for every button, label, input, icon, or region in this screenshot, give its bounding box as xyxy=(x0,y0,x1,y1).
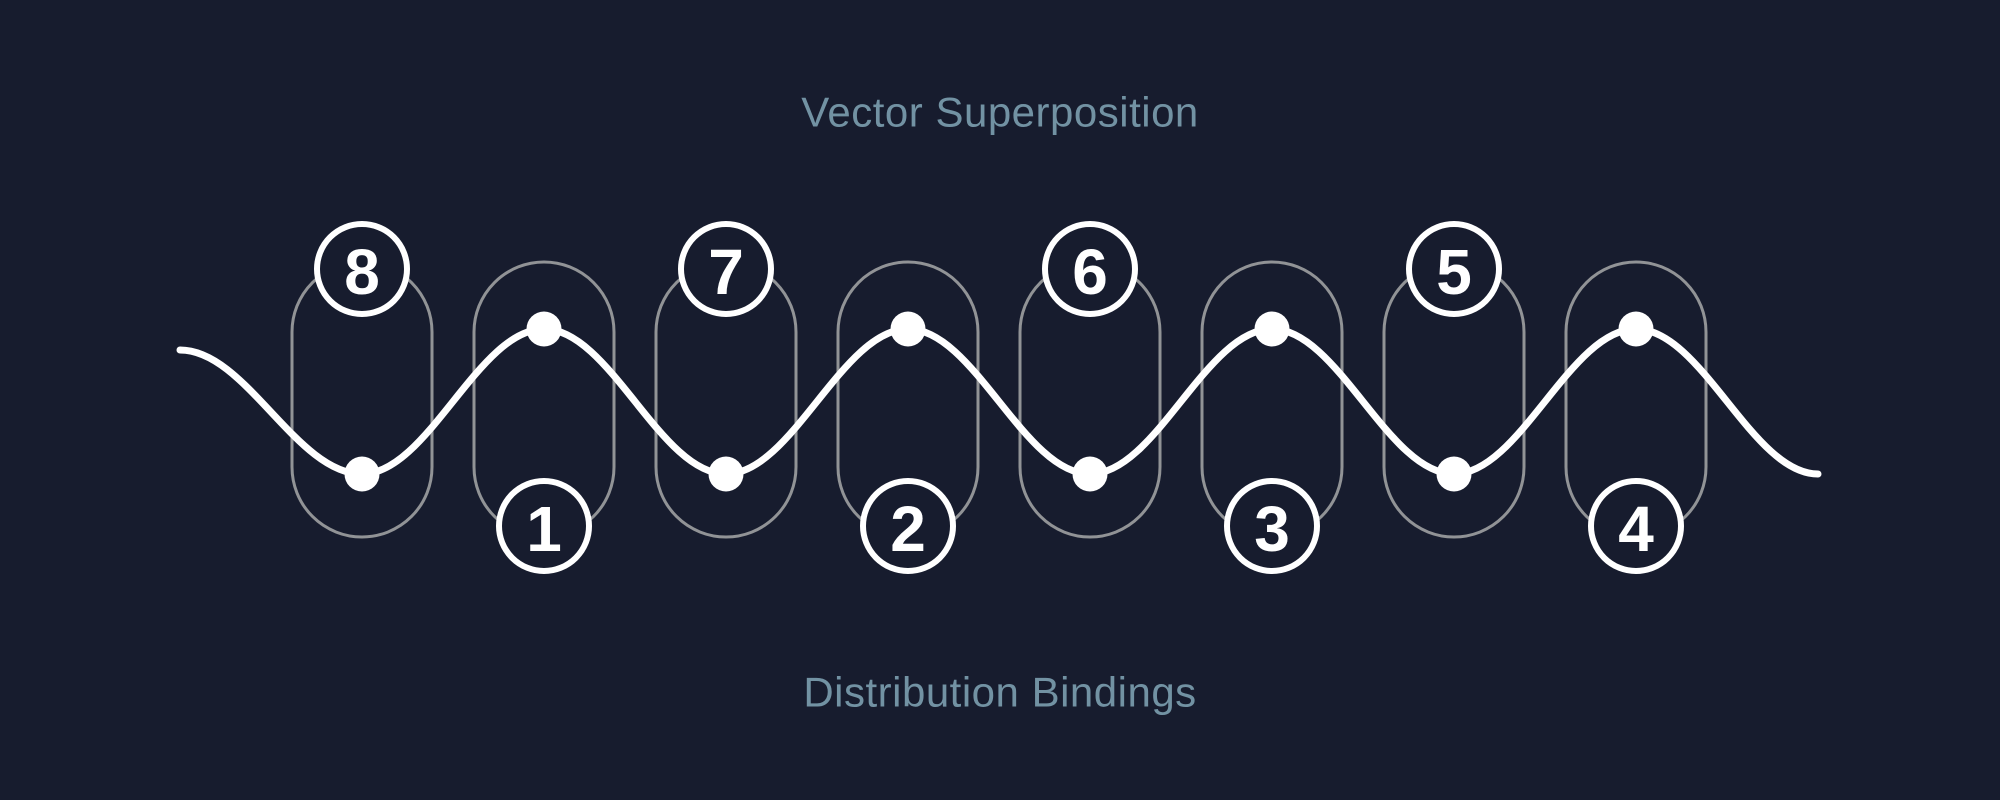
wave-trough-dot-2 xyxy=(708,456,744,492)
badge-6: 6 xyxy=(1042,221,1138,317)
wave-trough-dot-4 xyxy=(1436,456,1472,492)
badge-1: 1 xyxy=(496,478,592,574)
badge-4-number: 4 xyxy=(1618,493,1654,565)
badge-8-circle xyxy=(314,221,410,317)
wave-trough-dot-1 xyxy=(344,456,380,492)
top-badges: 8 7 6 5 xyxy=(314,221,1502,317)
wave-trough-dot-3 xyxy=(1072,456,1108,492)
badge-7-number: 7 xyxy=(708,236,744,308)
badge-8: 8 xyxy=(314,221,410,317)
badge-4-circle xyxy=(1588,478,1684,574)
badge-6-number: 6 xyxy=(1072,236,1108,308)
badge-2-circle xyxy=(860,478,956,574)
badge-7-circle xyxy=(678,221,774,317)
badge-2-number: 2 xyxy=(890,493,926,565)
badge-5-number: 5 xyxy=(1436,236,1472,308)
badge-4: 4 xyxy=(1588,478,1684,574)
superposition-wave xyxy=(176,325,1822,478)
wave-peak-dot-3 xyxy=(1254,311,1290,347)
badge-6-circle xyxy=(1042,221,1138,317)
wave-peak-dot-4 xyxy=(1618,311,1654,347)
badge-8-number: 8 xyxy=(344,236,380,308)
badge-2: 2 xyxy=(860,478,956,574)
badge-1-number: 1 xyxy=(526,493,562,565)
badge-1-circle xyxy=(496,478,592,574)
badge-3: 3 xyxy=(1224,478,1320,574)
wave-peak-dot-2 xyxy=(890,311,926,347)
diagram-title: Vector Superposition xyxy=(801,89,1199,136)
badge-7: 7 xyxy=(678,221,774,317)
diagram-subtitle: Distribution Bindings xyxy=(803,669,1196,716)
wave-peak-dot-1 xyxy=(526,311,562,347)
badge-3-number: 3 xyxy=(1254,493,1290,565)
badge-5-circle xyxy=(1406,221,1502,317)
wave-node-dots xyxy=(344,311,1654,492)
badge-5: 5 xyxy=(1406,221,1502,317)
bottom-badges: 1 2 3 4 xyxy=(496,478,1684,574)
badge-3-circle xyxy=(1224,478,1320,574)
